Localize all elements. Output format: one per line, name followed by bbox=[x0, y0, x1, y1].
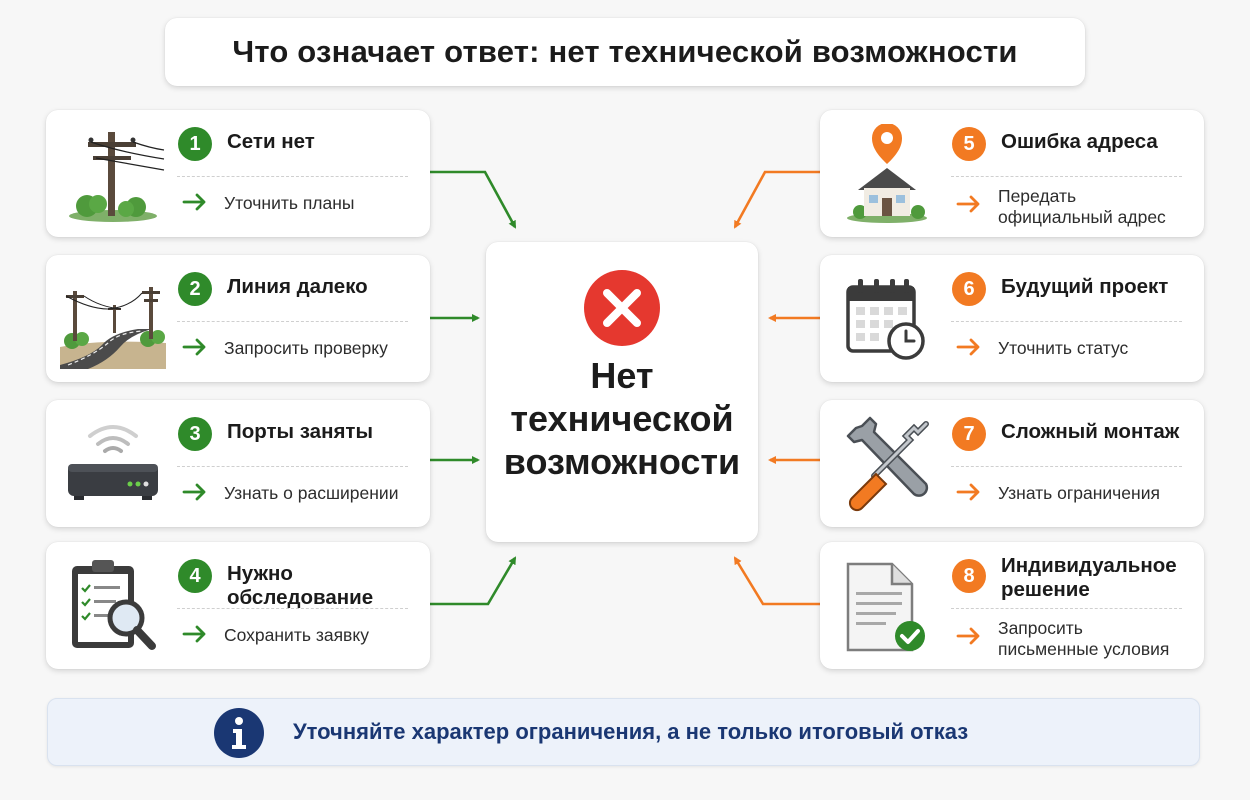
arrow-4 bbox=[430, 556, 517, 606]
item-number-2: 2 bbox=[178, 272, 212, 306]
arrow-5 bbox=[733, 170, 820, 229]
power-pole-icon bbox=[69, 132, 165, 222]
item-divider bbox=[951, 466, 1182, 467]
wrench-screwdriver-icon bbox=[846, 416, 929, 512]
info-text: Уточняйте характер ограничения, а не тол… bbox=[293, 719, 969, 744]
item-action-1: Уточнить планы bbox=[224, 193, 355, 213]
red-cross-icon bbox=[584, 270, 660, 346]
arrow-right-icon bbox=[956, 483, 980, 501]
item-action-8: Запросить письменные условия bbox=[998, 618, 1196, 660]
item-action-4: Сохранить заявку bbox=[224, 625, 369, 645]
item-heading-1: Сети нет bbox=[227, 130, 315, 153]
arrow-right-icon bbox=[182, 625, 206, 643]
item-card-4: 4 Нужно обследование Сохранить заявку bbox=[46, 542, 430, 669]
item-number-6: 6 bbox=[952, 272, 986, 306]
item-divider bbox=[177, 321, 408, 322]
item-heading-8-line-1: Индивидуальное bbox=[1001, 554, 1177, 577]
router-icon bbox=[68, 425, 158, 500]
item-divider bbox=[951, 176, 1182, 177]
item-card-1: 1 Сети нет Уточнить планы bbox=[46, 110, 430, 237]
title-box: Что означает ответ: нет технической возм… bbox=[165, 18, 1085, 86]
item-heading-7: Сложный монтаж bbox=[1001, 420, 1180, 443]
arrow-1 bbox=[430, 170, 517, 229]
item-number-3: 3 bbox=[178, 417, 212, 451]
item-action-8-line-1: Запросить bbox=[998, 618, 1083, 638]
item-card-3: 3 Порты заняты Узнать о расширении bbox=[46, 400, 430, 527]
item-number-8: 8 bbox=[952, 559, 986, 593]
arrow-right-icon bbox=[956, 338, 980, 356]
arrow-right-icon bbox=[956, 627, 980, 645]
item-heading-4: Нужно обследование bbox=[227, 562, 374, 609]
arrow-right-icon bbox=[182, 338, 206, 356]
arrow-8 bbox=[733, 556, 820, 606]
item-heading-8: Индивидуальное решение bbox=[1001, 554, 1196, 602]
arrow-right-icon bbox=[182, 483, 206, 501]
house-location-icon bbox=[847, 124, 927, 223]
item-number-4: 4 bbox=[178, 559, 212, 593]
item-action-5-line-1: Передать bbox=[998, 186, 1077, 206]
item-heading-2: Линия далеко bbox=[227, 275, 368, 298]
page-title: Что означает ответ: нет технической возм… bbox=[232, 34, 1018, 69]
center-line-1: Нет bbox=[590, 355, 654, 396]
calendar-clock-icon bbox=[846, 279, 925, 360]
road-power-line-icon bbox=[60, 287, 166, 369]
item-action-5-line-2: официальный адрес bbox=[998, 207, 1166, 227]
item-heading-6: Будущий проект bbox=[1001, 275, 1169, 298]
item-card-7: 7 Сложный монтаж Узнать ограничения bbox=[820, 400, 1204, 527]
info-banner: Уточняйте характер ограничения, а не тол… bbox=[47, 698, 1200, 766]
item-action-7: Узнать ограничения bbox=[998, 483, 1160, 503]
item-card-6: 6 Будущий проект Уточнить статус bbox=[820, 255, 1204, 382]
item-card-2: 2 Линия далеко Запросить проверку bbox=[46, 255, 430, 382]
item-divider bbox=[177, 608, 408, 609]
item-card-8: 8 Индивидуальное решение Запросить письм… bbox=[820, 542, 1204, 669]
item-divider bbox=[951, 321, 1182, 322]
center-text: Нет технической возможности bbox=[504, 354, 740, 483]
item-heading-5: Ошибка адреса bbox=[1001, 130, 1158, 153]
center-line-2: технической bbox=[510, 398, 734, 439]
item-action-5: Передать официальный адрес bbox=[998, 186, 1196, 228]
item-number-1: 1 bbox=[178, 127, 212, 161]
info-icon bbox=[214, 708, 264, 758]
arrow-right-icon bbox=[182, 193, 206, 211]
item-number-7: 7 bbox=[952, 417, 986, 451]
item-action-3: Узнать о расширении bbox=[224, 483, 399, 503]
center-box: Нет технической возможности bbox=[486, 242, 758, 542]
arrow-right-icon bbox=[956, 195, 980, 213]
item-number-5: 5 bbox=[952, 127, 986, 161]
item-heading-8-line-2: решение bbox=[1001, 578, 1090, 601]
item-heading-3: Порты заняты bbox=[227, 420, 373, 443]
item-action-6: Уточнить статус bbox=[998, 338, 1129, 358]
item-card-5: 5 Ошибка адреса Передать официальный адр… bbox=[820, 110, 1204, 237]
center-line-3: возможности bbox=[503, 441, 741, 482]
document-check-icon bbox=[846, 562, 925, 652]
item-action-2: Запросить проверку bbox=[224, 338, 388, 358]
item-divider bbox=[177, 176, 408, 177]
item-divider bbox=[177, 466, 408, 467]
clipboard-magnifier-icon bbox=[72, 560, 156, 650]
item-action-8-line-2: письменные условия bbox=[998, 639, 1170, 659]
item-divider bbox=[951, 608, 1182, 609]
